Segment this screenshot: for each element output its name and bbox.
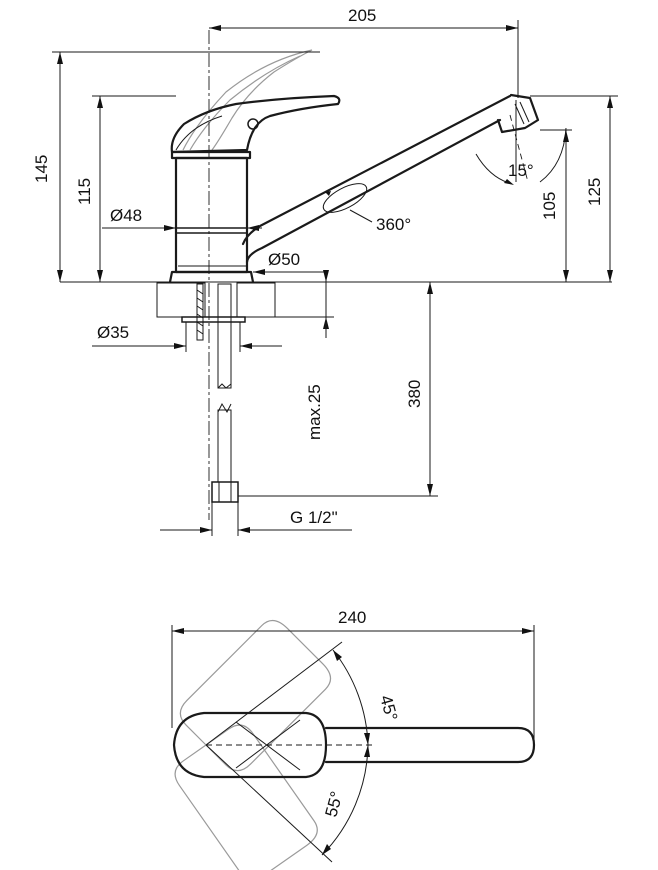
dim-handle-angle-back-label: 45° bbox=[376, 693, 401, 723]
handle-rotated-front-outline bbox=[174, 724, 318, 870]
dim-total-height-label: 145 bbox=[32, 155, 51, 183]
dim-spout-height: 125 bbox=[530, 95, 618, 282]
dim-total-height: 145 bbox=[32, 51, 320, 282]
handle-rotated-back-outline bbox=[179, 619, 332, 772]
dim-base-diameter-label: Ø50 bbox=[268, 250, 300, 269]
handle-raised-outline bbox=[182, 49, 313, 151]
top-view-dimensions: 240 45° 55° bbox=[172, 608, 534, 856]
handle-top bbox=[172, 711, 328, 779]
dim-max-countertop-label: max.25 bbox=[305, 384, 324, 440]
dim-mounting-hole-label: Ø35 bbox=[97, 323, 129, 342]
hose-nut bbox=[211, 481, 239, 503]
dim-max-countertop: max.25 bbox=[275, 270, 334, 440]
dim-hose-length-label: 380 bbox=[405, 380, 424, 408]
dim-handle-height-label: 115 bbox=[75, 178, 94, 205]
side-view bbox=[60, 30, 612, 520]
dim-connection-thread: G 1/2" bbox=[160, 502, 352, 536]
dim-spout-height-label: 125 bbox=[585, 178, 604, 206]
dim-handle-angle-front-label: 55° bbox=[322, 789, 347, 819]
dim-spout-reach-label: 205 bbox=[348, 6, 376, 25]
spout bbox=[241, 93, 540, 264]
dim-outlet-height: 105 bbox=[540, 129, 572, 282]
dim-top-length: 240 bbox=[172, 608, 534, 634]
dim-spout-tilt-label: 15° bbox=[508, 161, 534, 180]
faucet-body bbox=[168, 156, 255, 284]
dim-body-diameter-label: Ø48 bbox=[110, 206, 142, 225]
side-view-dimensions: 205 145 115 Ø48 bbox=[32, 6, 618, 536]
dim-body-diameter: Ø48 bbox=[102, 206, 262, 231]
dim-connection-thread-label: G 1/2" bbox=[290, 508, 338, 527]
mounting-washer bbox=[181, 316, 246, 323]
spout-top bbox=[324, 726, 536, 764]
dim-hose-length: 380 bbox=[238, 282, 438, 497]
mounting-rod bbox=[196, 283, 204, 341]
dim-handle-height: 115 bbox=[75, 95, 176, 282]
rotation-indicator bbox=[322, 183, 368, 213]
braided-hose bbox=[211, 283, 239, 503]
dim-top-length-label: 240 bbox=[338, 608, 366, 627]
dim-base-diameter: Ø50 bbox=[253, 250, 327, 338]
tilt-indicator bbox=[475, 153, 513, 185]
top-view bbox=[171, 619, 536, 870]
dim-handle-angle-back: 45° bbox=[332, 649, 401, 746]
lever-handle bbox=[170, 94, 341, 160]
dim-spout-reach: 205 bbox=[209, 6, 519, 98]
dim-outlet-height-label: 105 bbox=[540, 192, 559, 220]
handle-raised-outline-inner bbox=[189, 55, 301, 151]
dim-mounting-hole: Ø35 bbox=[92, 322, 282, 352]
dim-spout-rotation-label: 360° bbox=[376, 215, 411, 234]
countertop-section bbox=[60, 281, 612, 318]
